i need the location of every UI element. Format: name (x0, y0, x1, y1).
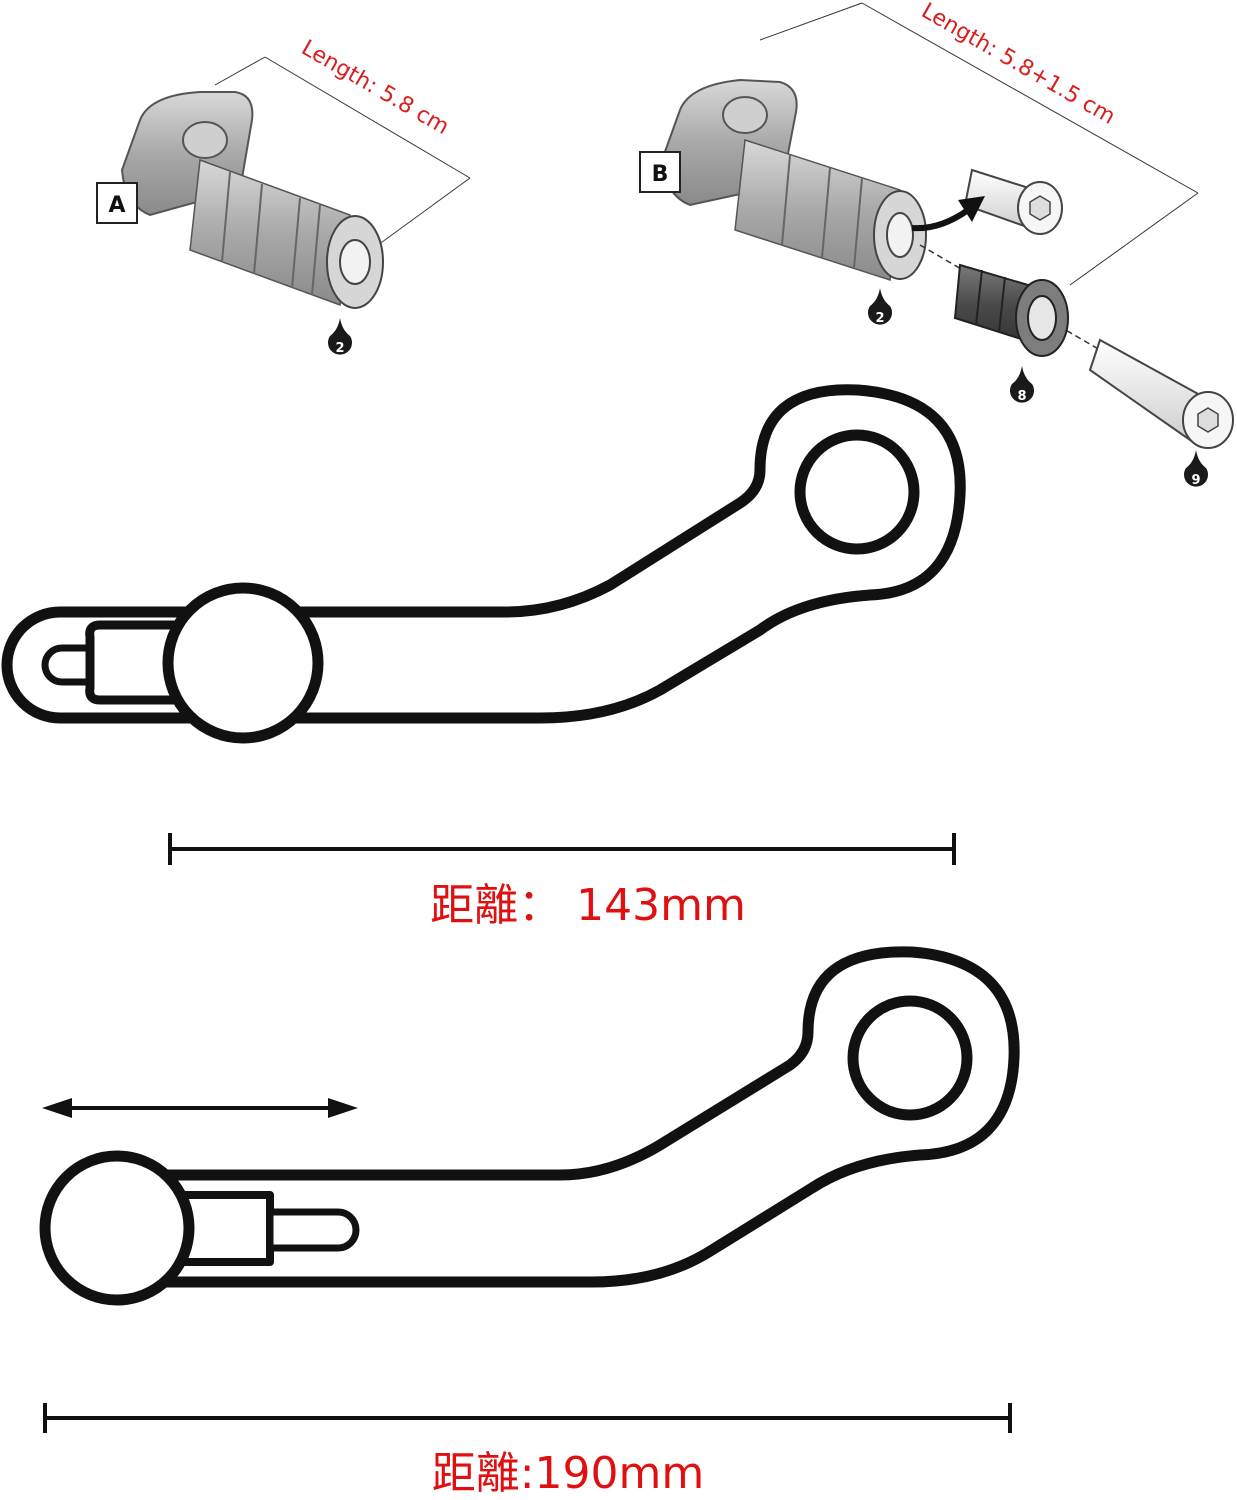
dimension-line (377, 177, 471, 246)
callout-drop-icon (1184, 450, 1209, 487)
part-a-barrel (189, 158, 351, 307)
part-b-length-label: Length: 5.8+1.5 cm (917, 0, 1119, 130)
dimension-line (759, 2, 863, 41)
dimension-bar-143 (168, 833, 956, 865)
part-a-groove (311, 204, 321, 296)
removed-bolt (963, 168, 1063, 235)
callout-drop-icon (868, 288, 892, 325)
curved-arrow-icon (911, 207, 970, 232)
part-b-socket (886, 212, 914, 258)
part-b-head-hole (722, 96, 768, 134)
callout-drop-icon (328, 318, 353, 355)
dimension-bar-190 (43, 1403, 1012, 1433)
part-b-groove (853, 177, 863, 269)
part-a-label: A (108, 193, 125, 218)
part-a-callout-number: 2 (335, 341, 344, 356)
dimension-line (861, 2, 1199, 194)
distance-143-label: 距離： 143mm (430, 880, 746, 931)
part-a-illustration: Length: 5.8 cm A 2 (96, 36, 471, 356)
part-b-callout-8: 8 (1017, 389, 1026, 404)
extension-piece (953, 263, 1069, 357)
callout-drop-icon (1010, 366, 1034, 403)
dimension-line (264, 56, 471, 179)
part-a-hex-socket (339, 239, 371, 285)
long-bolt (1088, 338, 1234, 449)
part-b-barrel (734, 139, 901, 281)
part-a-groove (291, 197, 301, 289)
part-a-length-label: Length: 5.8 cm (297, 36, 453, 141)
lever-long-outline (39, 946, 1020, 1306)
double-arrow-icon (42, 1098, 358, 1118)
arrow-head-icon (958, 196, 985, 222)
part-a-head-hole (182, 121, 228, 159)
dimension-line (1069, 192, 1199, 286)
part-a-groove (253, 183, 263, 275)
dimension-line (214, 56, 266, 86)
part-b-label-box (639, 151, 681, 193)
part-b-callout-9: 9 (1191, 473, 1200, 488)
part-a-label-box (96, 182, 138, 224)
part-b-callout-2: 2 (875, 311, 884, 326)
part-b-groove (821, 167, 831, 259)
distance-190-label: 距離:190mm (432, 1448, 705, 1499)
lever-short-outline (1, 384, 966, 744)
part-b-label: B (652, 162, 669, 187)
part-b-groove (781, 154, 791, 246)
part-a-groove (221, 171, 231, 263)
